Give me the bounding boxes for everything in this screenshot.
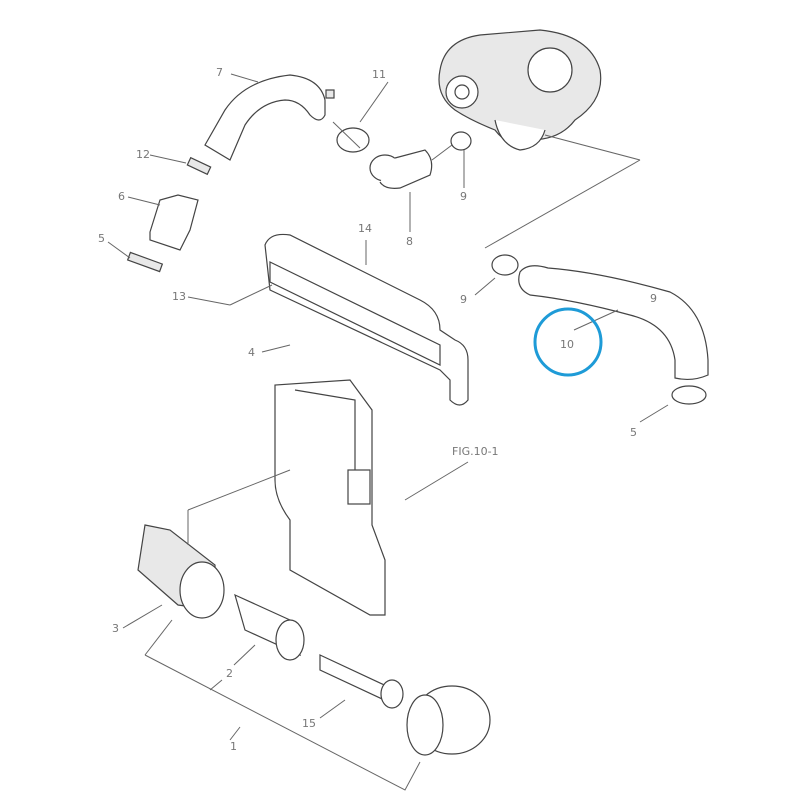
fitting-12	[186, 156, 212, 176]
fitting-5-left	[126, 251, 164, 273]
inner-filter-15	[319, 654, 404, 709]
elbow-8	[369, 149, 433, 189]
clamp-11	[336, 127, 370, 153]
callout-2: 2	[226, 667, 233, 680]
callout-9-lower: 9	[460, 293, 467, 306]
callout-14: 14	[358, 222, 372, 235]
callout-1: 1	[230, 740, 237, 753]
callout-4: 4	[248, 346, 255, 359]
callout-9-upper: 9	[460, 190, 467, 203]
callout-5-left: 5	[98, 232, 105, 245]
reducer-6	[149, 194, 199, 251]
filter-element-2	[234, 593, 305, 661]
callout-6: 6	[118, 190, 125, 203]
callout-10: 10	[560, 338, 574, 351]
callout-5-right: 5	[630, 426, 637, 439]
callout-13: 13	[172, 290, 186, 303]
hose-7	[204, 74, 335, 161]
callout-11: 11	[372, 68, 386, 81]
clamp-9-upper	[450, 131, 472, 151]
highlight-circle	[533, 307, 603, 377]
callout-7: 7	[216, 66, 223, 79]
air-cleaner-body	[137, 524, 225, 619]
bracket-14	[264, 233, 469, 406]
callout-9-hose: 9	[650, 292, 657, 305]
callout-3: 3	[112, 622, 119, 635]
callout-labels: 7 11 12 6 5 13 14 8 9 4 9 9 10 5 3 2 15 …	[98, 66, 657, 753]
callout-15: 15	[302, 717, 316, 730]
clamp-9-lower	[491, 254, 519, 276]
hose-10	[518, 265, 709, 381]
figure-title: FIG.10-1	[452, 445, 499, 458]
callout-12: 12	[136, 148, 150, 161]
end-cap	[406, 685, 491, 756]
callout-8: 8	[406, 235, 413, 248]
clamp-5-right	[671, 385, 707, 405]
turbocharger	[438, 29, 602, 151]
stand	[274, 379, 386, 616]
